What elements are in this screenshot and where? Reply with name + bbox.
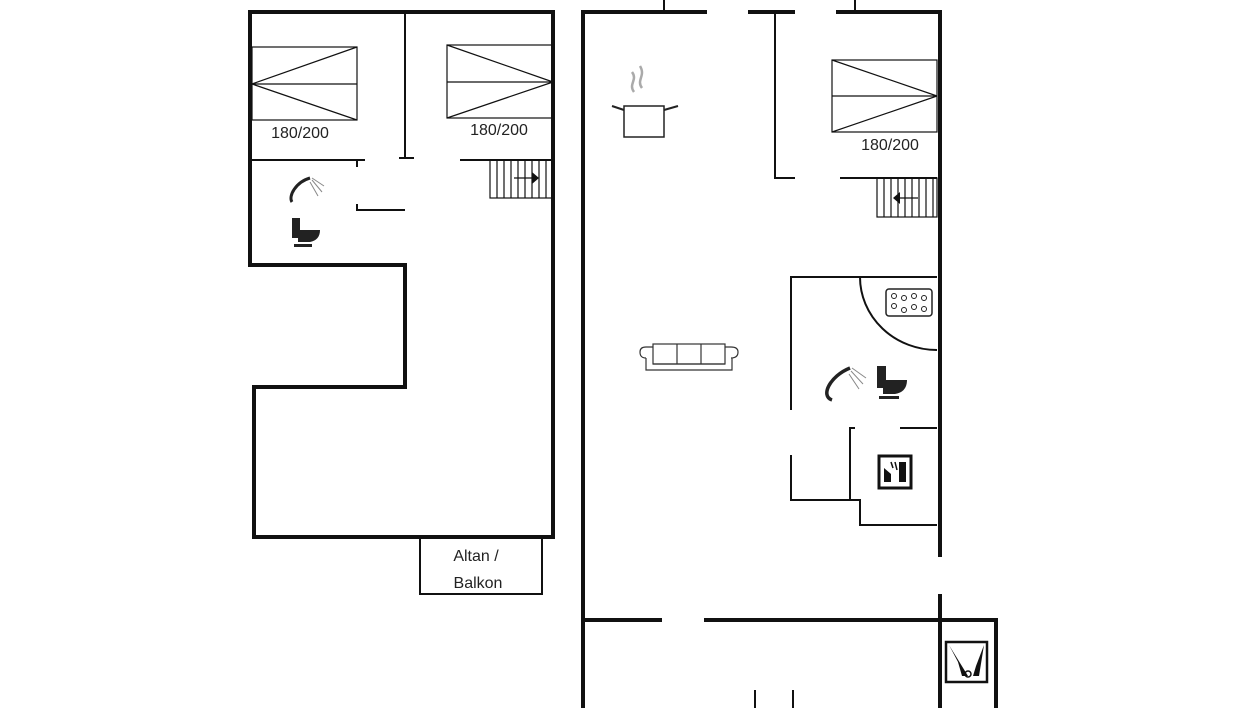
balcony-label-line1: Altan / xyxy=(453,548,499,565)
bed-size-label: 180/200 xyxy=(271,125,329,142)
balcony: Altan / Balkon xyxy=(419,536,543,595)
bed-size-label: 180/200 xyxy=(470,122,528,139)
bed-1: 180/200 xyxy=(251,46,358,142)
balcony-label-line2: Balkon xyxy=(454,575,503,592)
toilet-icon xyxy=(292,218,320,247)
washing-icon xyxy=(944,640,989,684)
sofa-icon xyxy=(639,343,739,371)
bed-size-label: 180/200 xyxy=(861,137,919,154)
bed-2: 180/200 xyxy=(446,44,554,139)
stairs-icon xyxy=(489,159,553,199)
toilet-icon xyxy=(877,366,907,399)
sauna-icon xyxy=(877,454,913,490)
right-floor-walls xyxy=(581,0,998,708)
shower-icon xyxy=(289,176,325,203)
cooking-pot-icon xyxy=(611,65,679,138)
left-floor-walls xyxy=(248,10,555,539)
bed-3: 180/200 xyxy=(831,59,938,154)
stairs-icon xyxy=(876,177,938,218)
jacuzzi-icon xyxy=(885,288,933,317)
shower-icon xyxy=(825,366,867,402)
